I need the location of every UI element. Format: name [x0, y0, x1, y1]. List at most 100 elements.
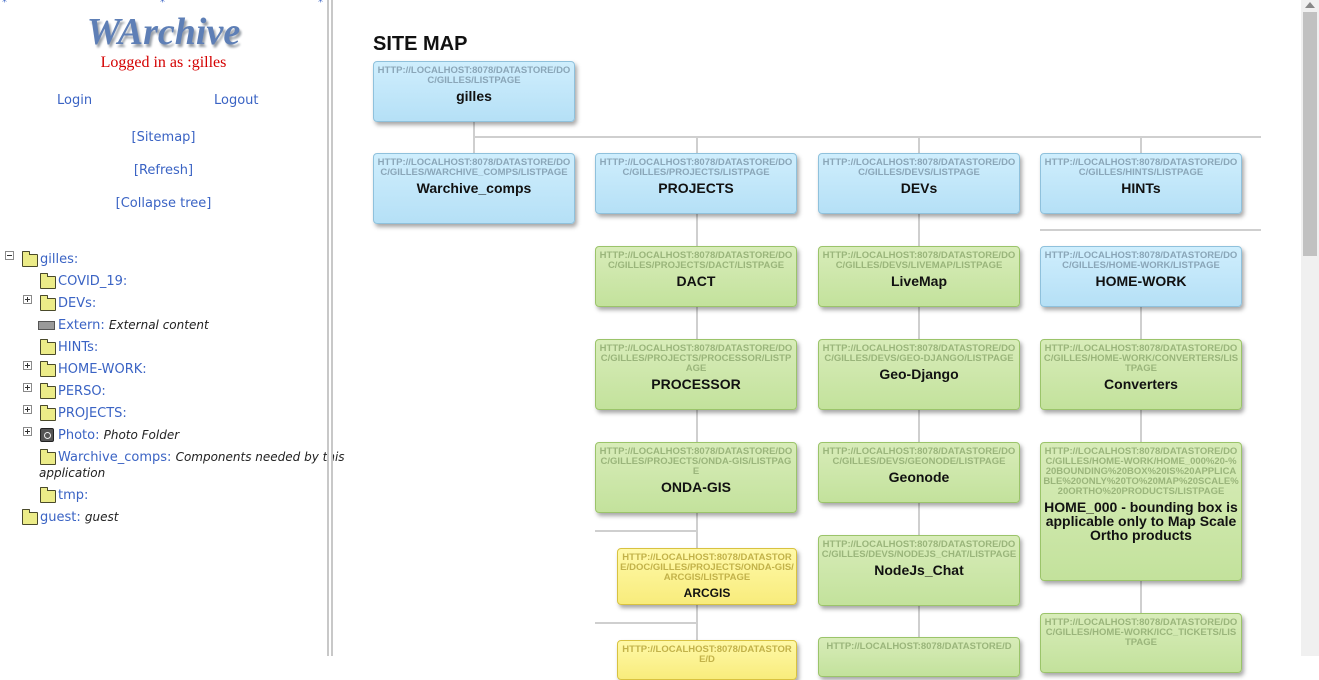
sitemap-node-warchive-comps[interactable]: HTTP://LOCALHOST:8078/DATASTORE/DOC/GILL… — [373, 153, 575, 224]
folder-icon — [40, 361, 56, 377]
collapse-toggle[interactable] — [5, 251, 14, 260]
refresh-link[interactable]: [Refresh] — [133, 163, 194, 178]
sitemap-node-home-work[interactable]: HTTP://LOCALHOST:8078/DATASTORE/DOC/GILL… — [1040, 246, 1242, 307]
collapse-tree-link[interactable]: [Collapse tree] — [115, 196, 212, 211]
node-title: DACT — [676, 273, 716, 289]
connector-line — [473, 136, 475, 153]
tree-item-photo[interactable]: Photo: Photo Folder — [58, 428, 180, 443]
node-title: Converters — [1104, 376, 1178, 392]
node-url: HTTP://LOCALHOST:8078/DATASTORE/DOC/GILL… — [822, 250, 1016, 271]
sitemap-node-gilles[interactable]: HTTP://LOCALHOST:8078/DATASTORE/DOC/GILL… — [373, 61, 575, 122]
sitemap-node-arcgis[interactable]: HTTP://LOCALHOST:8078/DATASTORE/DOC/GILL… — [617, 548, 797, 605]
node-url: HTTP://LOCALHOST:8078/DATASTORE/DOC/GILL… — [1043, 343, 1239, 374]
node-url: HTTP://LOCALHOST:8078/DATASTORE/DOC/GILL… — [599, 157, 793, 178]
node-title: Geo-Django — [879, 366, 959, 382]
page-title: SITE MAP — [373, 33, 468, 55]
node-url: HTTP://LOCALHOST:8078/DATASTORE/DOC/GILL… — [377, 157, 571, 178]
expand-toggle[interactable] — [23, 383, 32, 392]
folder-icon — [40, 405, 56, 421]
node-url: HTTP://LOCALHOST:8078/DATASTORE/DOC/GILL… — [377, 65, 571, 86]
sitemap-node-home-000[interactable]: HTTP://LOCALHOST:8078/DATASTORE/DOC/GILL… — [1040, 442, 1242, 581]
node-url: HTTP://LOCALHOST:8078/DATASTORE/DOC/GILL… — [822, 157, 1016, 178]
node-title: HOME-WORK — [1095, 273, 1187, 289]
folder-icon — [40, 273, 56, 289]
folder-icon — [40, 487, 56, 503]
node-title: DEVs — [900, 180, 938, 196]
corner-marker: * — [318, 0, 323, 8]
connector-line — [696, 214, 698, 654]
node-url: HTTP://LOCALHOST:8078/DATASTORE/D — [826, 641, 1012, 652]
navigation-panel: * * * WArchive Logged in as :gilles Logi… — [0, 0, 345, 656]
logout-link[interactable]: Logout — [214, 93, 259, 108]
app-logo: WArchive — [86, 11, 241, 53]
sitemap-node-hints[interactable]: HTTP://LOCALHOST:8078/DATASTORE/DOC/GILL… — [1040, 153, 1242, 214]
sitemap-node-geonode[interactable]: HTTP://LOCALHOST:8078/DATASTORE/DOC/GILL… — [818, 442, 1020, 503]
tree-item-extern[interactable]: Extern: External content — [58, 318, 209, 333]
connector-line — [595, 622, 698, 624]
scroll-up-arrow-icon[interactable] — [1305, 2, 1315, 8]
node-url: HTTP://LOCALHOST:8078/DATASTORE/DOC/GILL… — [822, 446, 1016, 467]
sitemap-node-processor[interactable]: HTTP://LOCALHOST:8078/DATASTORE/DOC/GILL… — [595, 339, 797, 410]
tree-item-guest[interactable]: guest: guest — [40, 510, 119, 525]
expand-toggle[interactable] — [23, 427, 32, 436]
sitemap-node-devs[interactable]: HTTP://LOCALHOST:8078/DATASTORE/DOC/GILL… — [818, 153, 1020, 214]
expand-toggle[interactable] — [23, 361, 32, 370]
tree-item-projects[interactable]: PROJECTS: — [58, 406, 127, 421]
sitemap-node-icc-tickets[interactable]: HTTP://LOCALHOST:8078/DATASTORE/DOC/GILL… — [1040, 613, 1242, 673]
node-title: Warchive_comps — [416, 180, 532, 196]
node-url: HTTP://LOCALHOST:8078/DATASTORE/DOC/GILL… — [1044, 157, 1238, 178]
external-link-icon — [38, 321, 55, 330]
node-url: HTTP://LOCALHOST:8078/DATASTORE/DOC/GILL… — [1044, 250, 1238, 271]
vertical-scrollbar[interactable] — [1301, 0, 1319, 656]
node-title: HINTs — [1121, 180, 1161, 196]
sitemap-node-geo-django[interactable]: HTTP://LOCALHOST:8078/DATASTORE/DOC/GILL… — [818, 339, 1020, 410]
node-title: NodeJs_Chat — [874, 562, 964, 578]
node-title: HOME_000 - bounding box is applicable on… — [1044, 499, 1238, 543]
scrollbar-thumb[interactable] — [1303, 12, 1317, 256]
folder-icon — [40, 383, 56, 399]
node-url: HTTP://LOCALHOST:8078/DATASTORE/DOC/GILL… — [821, 539, 1017, 560]
sitemap-node-partial[interactable]: HTTP://LOCALHOST:8078/DATASTORE/D — [617, 640, 797, 680]
sitemap-panel: SITE MAP HTTP://LOCALHOST:8078/DATASTORE… — [333, 0, 1301, 680]
tree-item-hints[interactable]: HINTs: — [58, 340, 99, 355]
node-url: HTTP://LOCALHOST:8078/DATASTORE/DOC/GILL… — [599, 343, 793, 374]
tree-item-home-work[interactable]: HOME-WORK: — [58, 362, 147, 377]
node-url: HTTP://LOCALHOST:8078/DATASTORE/DOC/GILL… — [599, 250, 793, 271]
node-url: HTTP://LOCALHOST:8078/DATASTORE/DOC/GILL… — [822, 343, 1016, 364]
tree-item-description: application — [39, 466, 106, 480]
tree-item-gilles[interactable]: gilles: — [40, 252, 79, 267]
node-url: HTTP://LOCALHOST:8078/DATASTORE/D — [622, 644, 792, 665]
folder-icon — [40, 295, 56, 311]
folder-icon — [40, 449, 56, 465]
sitemap-node-projects[interactable]: HTTP://LOCALHOST:8078/DATASTORE/DOC/GILL… — [595, 153, 797, 214]
tree-item-tmp[interactable]: tmp: — [58, 488, 89, 503]
corner-marker: * — [160, 0, 165, 8]
sitemap-node-nodejs-chat[interactable]: HTTP://LOCALHOST:8078/DATASTORE/DOC/GILL… — [818, 535, 1020, 606]
connector-line — [1040, 229, 1261, 231]
folder-icon — [22, 251, 38, 267]
expand-toggle[interactable] — [23, 405, 32, 414]
folder-icon — [22, 509, 38, 525]
sitemap-node-livemap[interactable]: HTTP://LOCALHOST:8078/DATASTORE/DOC/GILL… — [818, 246, 1020, 307]
connector-line — [595, 530, 698, 532]
sitemap-node-onda-gis[interactable]: HTTP://LOCALHOST:8078/DATASTORE/DOC/GILL… — [595, 442, 797, 513]
node-title: LiveMap — [890, 273, 947, 289]
sitemap-node-converters[interactable]: HTTP://LOCALHOST:8078/DATASTORE/DOC/GILL… — [1040, 339, 1242, 410]
connector-line — [1140, 136, 1142, 153]
connector-line — [918, 136, 920, 153]
tree-item-warchive-comps[interactable]: Warchive_comps: Components needed by thi… — [58, 450, 345, 465]
sitemap-node-partial[interactable]: HTTP://LOCALHOST:8078/DATASTORE/D — [818, 637, 1020, 677]
sitemap-node-dact[interactable]: HTTP://LOCALHOST:8078/DATASTORE/DOC/GILL… — [595, 246, 797, 307]
tree-item-devs[interactable]: DEVs: — [58, 296, 97, 311]
expand-toggle[interactable] — [23, 295, 32, 304]
node-url: HTTP://LOCALHOST:8078/DATASTORE/DOC/GILL… — [1044, 617, 1238, 648]
sitemap-link[interactable]: [Sitemap] — [131, 130, 196, 145]
camera-icon — [40, 428, 54, 442]
tree-item-covid19[interactable]: COVID_19: — [58, 274, 128, 289]
frame-divider[interactable] — [327, 0, 333, 656]
connector-line — [473, 122, 475, 136]
tree-item-perso[interactable]: PERSO: — [58, 384, 106, 399]
folder-icon — [40, 339, 56, 355]
node-url: HTTP://LOCALHOST:8078/DATASTORE/DOC/GILL… — [599, 446, 793, 477]
login-link[interactable]: Login — [57, 93, 93, 108]
